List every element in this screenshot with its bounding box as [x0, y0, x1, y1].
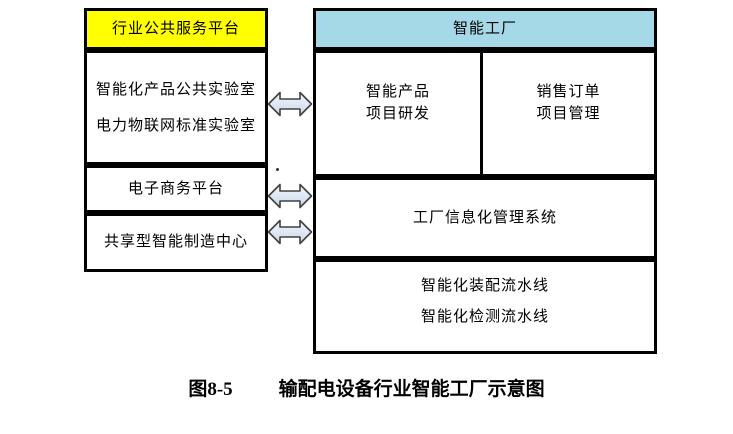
double-arrow-icon — [267, 219, 313, 245]
right-box-sales-order-management: 销售订单 项目管理 — [480, 50, 657, 177]
left-box-shared-manufacturing-center: 共享型智能制造中心 — [84, 213, 268, 272]
left-box-laboratories: 智能化产品公共实验室 电力物联网标准实验室 — [84, 50, 268, 165]
right-box-sales-order-management-line-2: 项目管理 — [536, 104, 601, 122]
left-box-laboratories-line-1: 智能化产品公共实验室 — [95, 80, 256, 98]
right-box-factory-information-system: 工厂信息化管理系统 — [313, 177, 657, 259]
right-box-sales-order-management-line-1: 销售订单 — [536, 82, 601, 100]
right-box-factory-information-system-label: 工厂信息化管理系统 — [412, 208, 557, 226]
left-box-shared-manufacturing-center-label: 共享型智能制造中心 — [103, 233, 248, 251]
right-box-product-rnd-line-1: 智能产品 — [365, 82, 430, 100]
right-box-production-lines: 智能化装配流水线 智能化检测流水线 — [313, 259, 657, 354]
left-box-ecommerce-platform: 电子商务平台 — [84, 165, 268, 213]
figure-caption-title: 输配电设备行业智能工厂示意图 — [278, 379, 545, 400]
left-box-ecommerce-platform-label: 电子商务平台 — [127, 179, 224, 197]
right-box-product-rnd-line-2: 项目研发 — [365, 104, 430, 122]
right-box-production-lines-line-1: 智能化装配流水线 — [420, 276, 549, 294]
double-arrow-icon — [267, 91, 313, 117]
stray-dot-mark — [276, 168, 279, 171]
figure-caption-label: 图8-5 — [188, 379, 233, 400]
double-arrow-icon — [267, 183, 313, 209]
right-box-production-lines-line-2: 智能化检测流水线 — [420, 307, 549, 325]
left-box-laboratories-line-2: 电力物联网标准实验室 — [95, 116, 256, 134]
figure-caption: 图8-5 输配电设备行业智能工厂示意图 — [0, 374, 733, 401]
right-panel-header: 智能工厂 — [313, 8, 657, 50]
left-panel-header: 行业公共服务平台 — [84, 8, 268, 50]
right-box-product-rnd: 智能产品 项目研发 — [313, 50, 483, 177]
